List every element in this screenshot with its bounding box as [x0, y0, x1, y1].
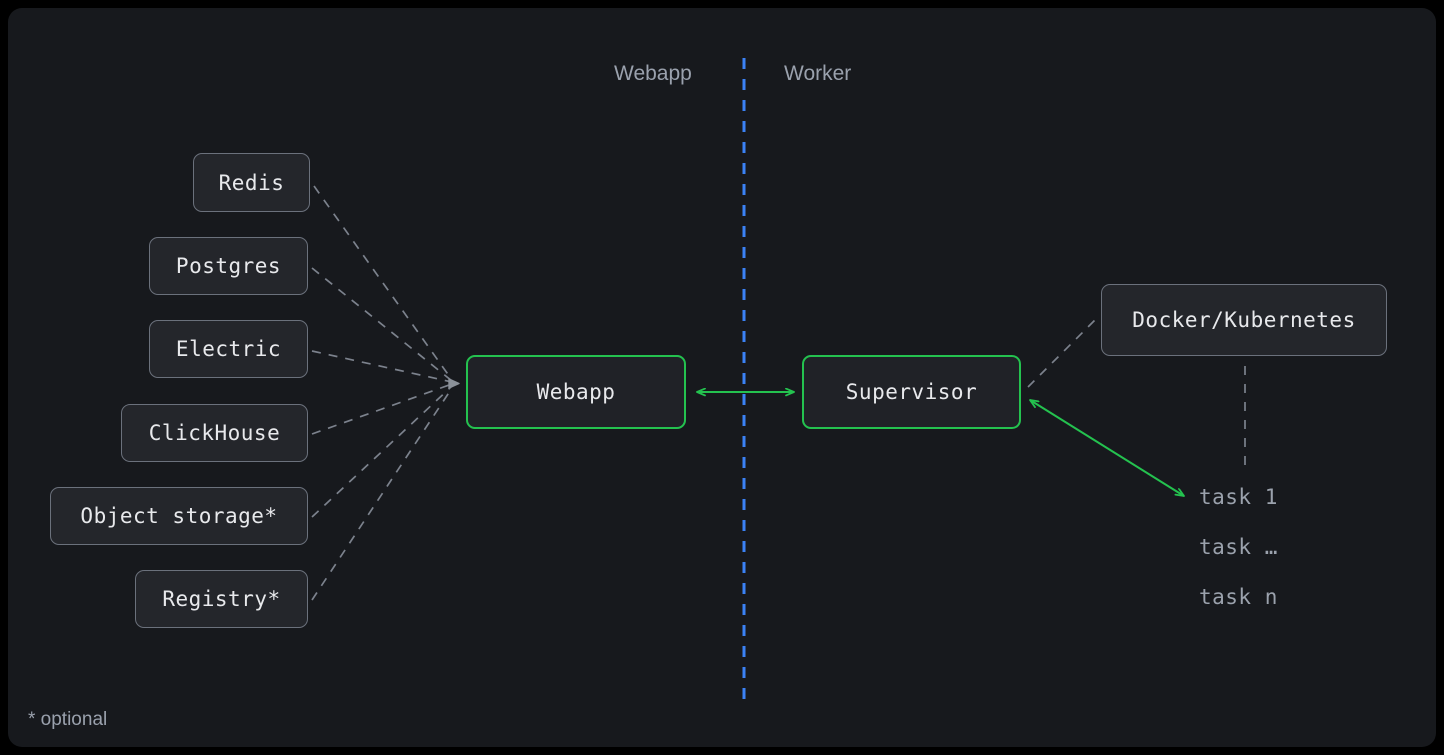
node-redis[interactable]: Redis: [193, 153, 310, 212]
node-docker-kubernetes[interactable]: Docker/Kubernetes: [1101, 284, 1387, 356]
node-registry[interactable]: Registry*: [135, 570, 308, 628]
node-webapp[interactable]: Webapp: [466, 355, 686, 429]
task-label-1: task 1: [1199, 485, 1278, 509]
node-object-storage[interactable]: Object storage*: [50, 487, 308, 545]
task-label-ellipsis: task …: [1199, 535, 1278, 559]
lane-label-webapp: Webapp: [614, 62, 692, 85]
footnote-optional: * optional: [28, 709, 108, 730]
node-electric[interactable]: Electric: [149, 320, 308, 378]
node-postgres[interactable]: Postgres: [149, 237, 308, 295]
node-clickhouse[interactable]: ClickHouse: [121, 404, 308, 462]
node-supervisor[interactable]: Supervisor: [802, 355, 1021, 429]
lane-label-worker: Worker: [784, 62, 852, 85]
task-label-n: task n: [1199, 585, 1278, 609]
